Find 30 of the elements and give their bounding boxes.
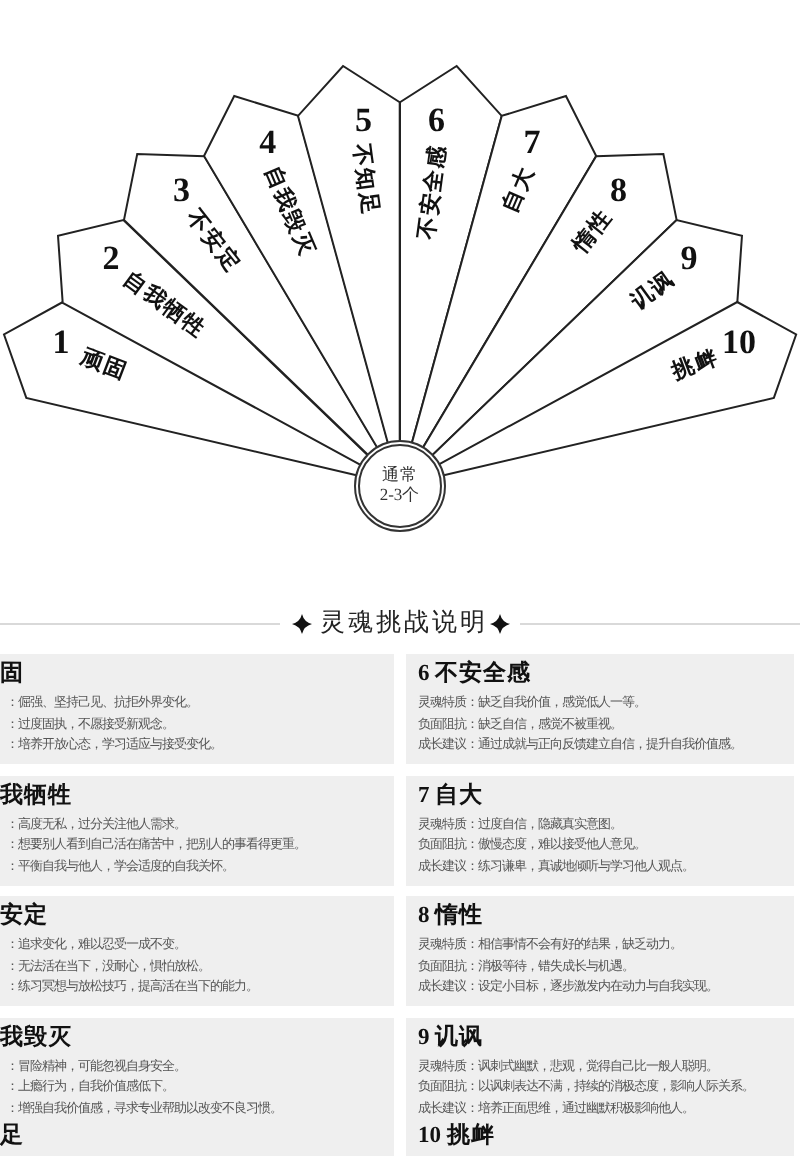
blade-label: 自我毁灭 [259,163,318,261]
card-heading: 8 惰性 [418,906,484,929]
card-heading: 足 [0,1126,24,1149]
blade-label: 惰性 [570,206,618,258]
blade-label: 讥讽 [628,269,681,316]
blade-number: 8 [609,172,627,207]
blade-number: 9 [680,241,698,276]
blade-number: 1 [52,325,70,360]
card-heading: 我毁灭 [0,1027,72,1050]
blade-label: 自大 [500,163,540,216]
card-heading: 我牺牲 [0,785,72,808]
card-heading: 10 挑衅 [418,1126,495,1149]
blade-number: 2 [102,241,120,276]
card-heading: 9 讥讽 [418,1027,484,1050]
section-heading: 灵魂挑战说明 [320,608,480,638]
card-heading: 7 自大 [418,785,484,808]
blade-label: 顽固 [76,347,130,386]
card-heading: 6 不安全感 [418,664,532,687]
blade-label: 不知足 [348,142,380,218]
blade-number: 10 [722,325,757,360]
blade-number: 3 [173,172,191,207]
blade-label: 挑衅 [670,347,724,386]
blade-number: 5 [355,102,373,137]
blade-number: 6 [427,102,445,137]
center-circle: 通常2-3个 [354,440,446,532]
card-heading: 安定 [0,906,48,929]
blade-number: 7 [523,125,541,160]
card-heading: 固 [0,664,24,687]
blade-number: 4 [259,125,277,160]
blade-label: 不安全感 [417,142,452,241]
